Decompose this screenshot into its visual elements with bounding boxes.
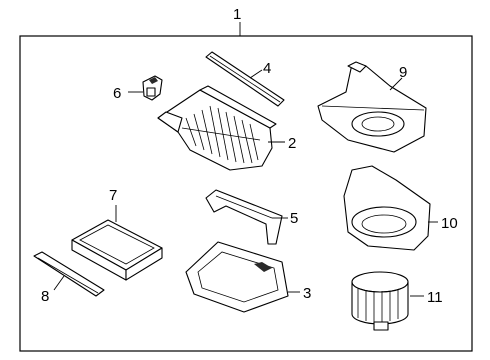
callout-9: 9	[399, 64, 407, 81]
part-2-housing: 2	[157, 85, 296, 171]
part-11-motor: 11	[351, 271, 443, 331]
callout-10: 10	[441, 215, 458, 232]
part-7-filter: 7	[71, 187, 163, 281]
callout-6: 6	[113, 85, 121, 102]
part-6-actuator: 6	[113, 75, 163, 102]
part-4-strip: 4	[205, 51, 285, 107]
part-10-scroll: 10	[343, 165, 458, 251]
callout-2: 2	[288, 135, 296, 152]
assembly-frame: 1	[19, 6, 473, 352]
part-9-case: 9	[317, 61, 427, 153]
part-5-duct: 5	[205, 189, 298, 245]
callout-5: 5	[290, 210, 298, 227]
part-3-tray: 3	[185, 241, 311, 313]
callout-7: 7	[109, 187, 117, 204]
callout-1: 1	[233, 6, 241, 23]
callout-3: 3	[303, 285, 311, 302]
callout-11: 11	[427, 289, 443, 306]
callout-4: 4	[263, 60, 271, 77]
part-8-rail: 8	[33, 251, 105, 305]
callout-8: 8	[41, 288, 49, 305]
